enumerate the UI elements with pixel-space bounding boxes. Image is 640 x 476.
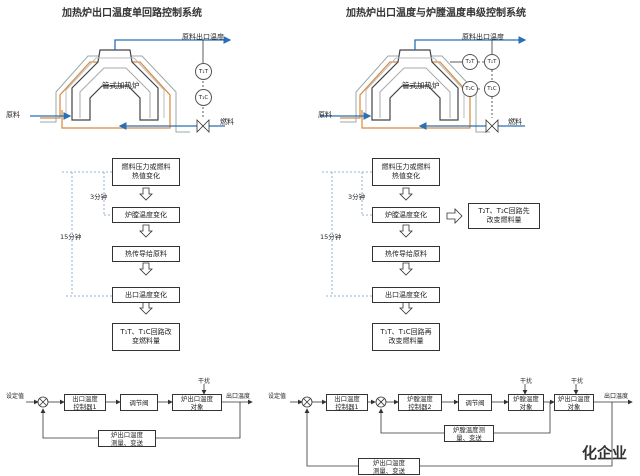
- right-time-long: 15分钟: [320, 233, 342, 241]
- right-step-5: T₁T、T₁C回路再 改变燃料量: [372, 323, 440, 351]
- right-plant1-block: 炉出口温度 对象: [554, 394, 594, 411]
- left-step-5: T₁T、T₁C回路改 变燃料量: [112, 323, 180, 351]
- right-feedback2-block: 炉膛温度测 量、变送: [444, 425, 494, 442]
- left-step-3: 热传导给原料: [112, 246, 180, 262]
- right-fuel-label: 燃料: [508, 118, 522, 126]
- right-t1c-instrument: T₁C: [484, 81, 500, 97]
- right-plant2-block: 炉膛温度 对象: [508, 394, 544, 411]
- right-t2c-instrument: T₂C: [462, 81, 478, 97]
- left-furnace: [30, 36, 232, 133]
- left-step-2: 炉膛温度变化: [112, 207, 180, 223]
- left-inlet-label: 原料: [6, 111, 20, 119]
- left-setpoint-label: 设定值: [6, 393, 25, 400]
- right-disturbance1-label: 干扰: [520, 378, 533, 385]
- right-controller2-block: 炉膛温度 控制器2: [398, 394, 442, 411]
- right-controller1-block: 出口温度 控制器1: [326, 394, 368, 411]
- left-feedback-block: 炉出口温度 测量、变送: [98, 430, 156, 447]
- right-step-1: 燃料压力或燃料 热值变化: [372, 158, 440, 186]
- right-t1t-instrument: T₁T: [484, 54, 500, 70]
- left-block-lines: [26, 384, 253, 439]
- right-step-3: 热传导给原料: [372, 246, 440, 262]
- left-valve-block: 调节阀: [120, 394, 158, 411]
- right-disturbance2-label: 干扰: [571, 378, 584, 385]
- left-time-long: 15分钟: [60, 233, 82, 241]
- left-disturbance-label: 干扰: [198, 378, 211, 385]
- left-output-label: 出口温度: [226, 393, 251, 400]
- right-inlet-label: 原料: [318, 111, 332, 119]
- left-step-4: 出口温度变化: [112, 287, 180, 303]
- left-title: 加热炉出口温度单回路控制系统: [62, 8, 202, 19]
- left-time-brackets: [62, 171, 112, 297]
- left-tt-instrument: T₁T: [195, 63, 212, 80]
- right-outlet-label: 原料出口温度: [462, 33, 504, 41]
- left-outlet-label: 原料出口温度: [182, 33, 224, 41]
- right-t2t-instrument: T₂T: [462, 54, 478, 70]
- left-fuel-label: 燃料: [220, 118, 234, 126]
- right-side-box: T₂T、T₂C回路先 改变燃料量: [468, 203, 540, 229]
- left-plant-block: 炉出口温度 对象: [172, 394, 222, 411]
- right-feedback1-block: 炉出口温度 测量、变送: [358, 458, 420, 475]
- left-flow-arrows: [139, 187, 153, 315]
- right-valve-block: 调节阀: [458, 394, 492, 411]
- left-furnace-label: 管式加热炉: [102, 81, 140, 90]
- right-setpoint-label: 设定值: [268, 393, 287, 400]
- left-tc-instrument: T₁C: [195, 89, 212, 106]
- left-time-short: 3分钟: [90, 193, 108, 201]
- right-flow-arrows: [399, 187, 463, 315]
- watermark: 化企业: [582, 444, 628, 462]
- right-furnace-label: 管式加热炉: [402, 81, 440, 90]
- right-title: 加热炉出口温度与炉膛温度串级控制系统: [346, 8, 526, 19]
- right-block-lines: [290, 384, 633, 467]
- left-controller-block: 出口温度 控制器1: [64, 394, 106, 411]
- right-time-brackets: [322, 171, 372, 297]
- right-time-short: 3分钟: [348, 193, 366, 201]
- right-output-label: 出口温度: [604, 393, 629, 400]
- right-step-2: 炉膛温度变化: [372, 207, 440, 223]
- left-step-1: 燃料压力或燃料 热值变化: [112, 158, 180, 186]
- right-step-4: 出口温度变化: [372, 287, 440, 303]
